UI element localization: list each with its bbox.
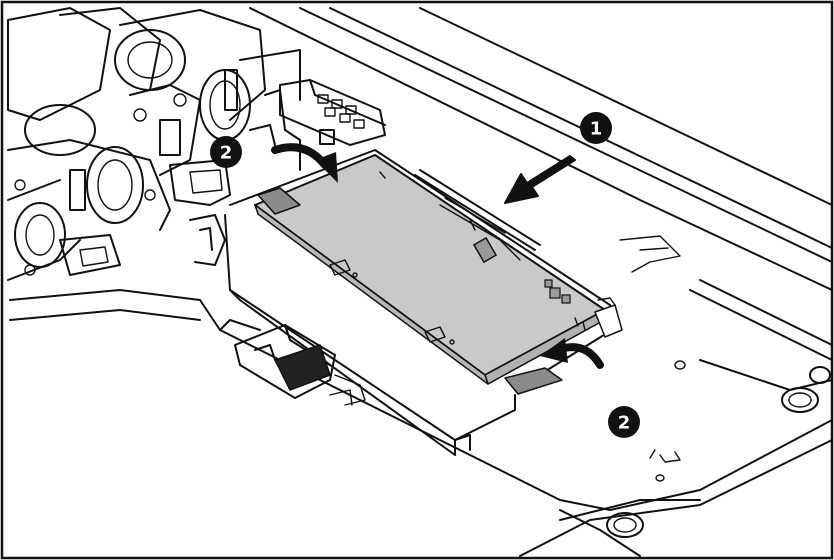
release-tabs — [257, 187, 623, 395]
chassis-tray — [9, 289, 833, 557]
cage-base — [224, 214, 516, 456]
step2-left-arrow — [271, 143, 338, 183]
chassis-rails — [249, 7, 833, 361]
cache-module-board — [254, 154, 609, 385]
callout-step2-left-label: 2 — [220, 143, 233, 164]
power-connector — [249, 79, 386, 171]
step2-right-arrow — [540, 338, 604, 369]
callout-step2-right: 2 — [608, 406, 640, 438]
cable-connector — [234, 324, 366, 406]
callout-step2-right-label: 2 — [618, 413, 631, 434]
callout-step1-label: 1 — [590, 119, 603, 140]
callout-step2-left: 2 — [210, 136, 242, 168]
callout-step1: 1 — [580, 112, 612, 144]
fan-assembly — [7, 7, 301, 281]
step1-arrow — [504, 155, 576, 204]
